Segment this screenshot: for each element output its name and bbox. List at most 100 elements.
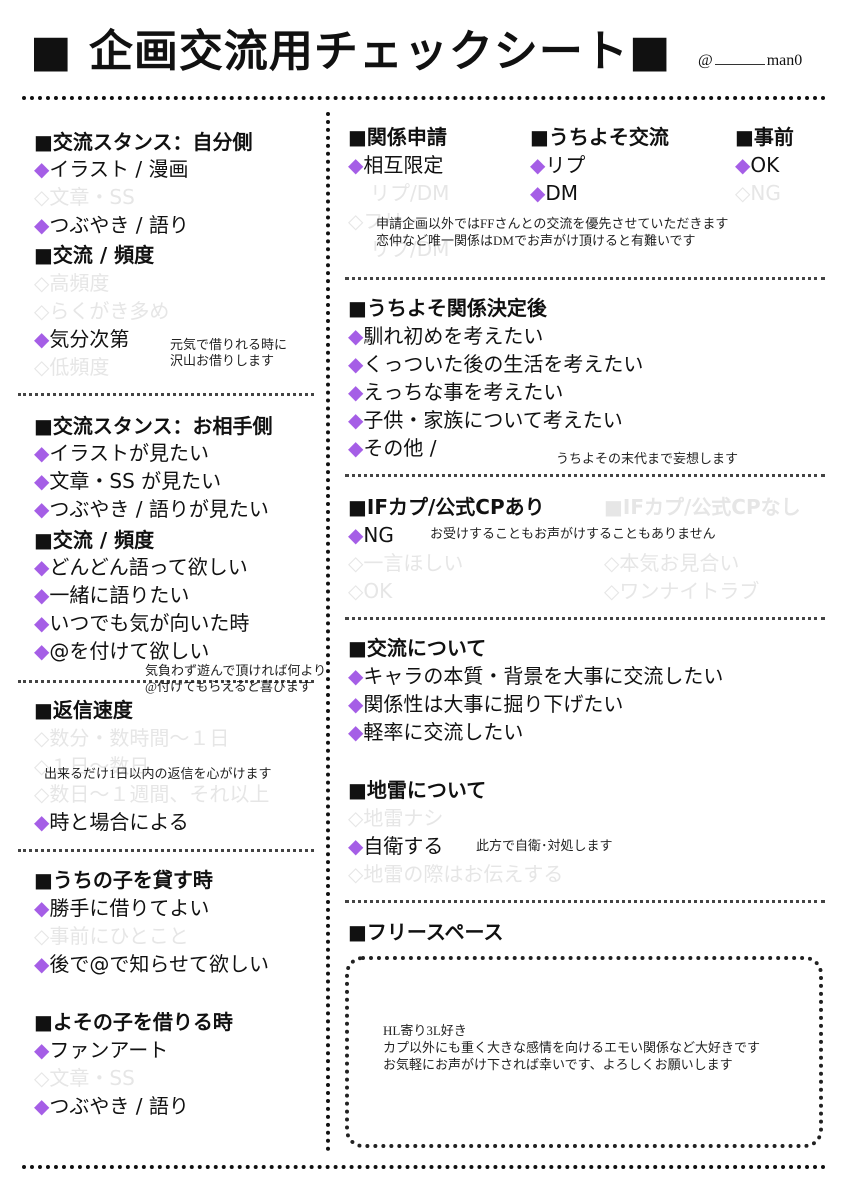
option-item[interactable]: ◆DM [530,179,578,207]
option-label: つぶやき / 語り [49,213,189,237]
option-item[interactable]: リプ/DM [370,235,449,263]
option-item[interactable]: ◇地雷の際はお伝えする [348,860,563,888]
option-item[interactable]: ◇数分・数時間～１日 [34,724,229,752]
option-label: 文章・SS が見たい [49,469,222,493]
option-label: くっついた後の生活を考えたい [363,352,644,376]
option-item[interactable]: ◆子供・家族について考えたい [348,406,623,434]
uchiyoso-heading: ■うちよそ交流 [530,125,669,149]
option-label: OK [363,579,393,603]
option-item[interactable]: ◇地雷ナシ [348,804,443,832]
option-label: 高頻度 [49,271,110,295]
checkbox-diamond-icon: ◆ [348,153,364,177]
option-item[interactable]: ◆後で@で知らせて欲しい [34,950,269,978]
option-item[interactable]: ◆つぶやき / 語りが見たい [34,495,269,523]
option-item[interactable]: ◆つぶやき / 語り [34,211,189,239]
option-label: 軽率に交流したい [363,720,524,744]
handle-suffix: man0 [766,52,803,69]
option-label: どんどん語って欲しい [49,555,248,579]
option-item[interactable]: ◆関係性は大事に掘り下げたい [348,690,623,718]
option-item[interactable]: ◇本気お見合い [604,549,739,577]
checkbox-diamond-icon: ◇ [604,551,620,575]
option-item[interactable]: ◇高頻度 [34,269,109,297]
option-item[interactable]: ◆つぶやき / 語り [34,1092,189,1120]
checkbox-diamond-icon: ◇ [348,579,364,603]
option-item[interactable]: ◆文章・SS が見たい [34,467,221,495]
option-item[interactable]: ◆キャラの本質・背景を大事に交流したい [348,662,723,690]
right-divider-3 [345,617,825,620]
option-item[interactable]: ◆どんどん語って欲しい [34,553,248,581]
option-item[interactable]: ◆NG [348,521,394,549]
option-item[interactable]: ◆イラストが見たい [34,439,209,467]
option-label: リプ [545,153,586,177]
option-item[interactable]: ◆自衛する [348,832,443,860]
freq-heading: ■交流 / 頻度 [34,528,155,552]
if-cp-on-heading: ■IFカプ/公式CPあり [348,495,545,519]
checkbox-diamond-icon: ◇ [348,806,364,830]
option-item[interactable]: ◆その他 / [348,434,437,462]
option-label: 文章・SS [49,185,135,209]
option-label: 勝手に借りてよい [49,896,210,920]
right-divider-4 [345,900,825,903]
option-item[interactable]: ◆馴れ初めを考えたい [348,322,543,350]
checkbox-diamond-icon: ◆ [34,213,50,237]
free-line: カプ以外にも重く大きな感情を向けるエモい関係など大好きです [383,1040,761,1055]
option-item[interactable]: ◇一言ほしい [348,549,463,577]
sheet-title: ■ 企画交流用チェックシート■ [30,26,672,77]
option-item[interactable]: ◇OK [348,577,392,605]
if-cp-off-heading: ■IFカプ/公式CPなし [604,495,801,519]
handle-prefix: @ [698,52,713,69]
option-item[interactable]: ◆ファンアート [34,1036,168,1064]
option-item[interactable]: リプ/DM [370,179,449,207]
option-item[interactable]: ◆時と場合による [34,808,189,836]
option-label: 低頻度 [49,355,110,379]
option-label: 時と場合による [49,810,189,834]
option-label: いつでも気が向いた時 [49,611,250,635]
option-label: ファンアート [49,1038,169,1062]
checkbox-diamond-icon: ◆ [34,497,50,521]
note-line: 気負わず遊んで頂ければ何より [145,663,327,678]
option-item[interactable]: ◆リプ [530,151,585,179]
option-item[interactable]: ◆OK [735,151,779,179]
landmine-note: 此方で自衛･対処します [476,838,613,853]
note-line: 沢山お借りします [170,353,275,368]
option-label: 気分次第 [49,327,130,351]
option-label: 相互限定 [363,153,444,177]
checkbox-diamond-icon: ◆ [348,380,364,404]
free-space-heading: ■フリースペース [348,920,504,944]
option-item[interactable]: ◇文章・SS [34,183,135,211]
option-item[interactable]: ◆えっちな事を考えたい [348,378,563,406]
option-item[interactable]: ◆一緒に語りたい [34,581,189,609]
checkbox-diamond-icon: ◇ [34,726,50,750]
option-item[interactable]: ◇低頻度 [34,353,109,381]
option-item[interactable]: ◇らくがき多め [34,297,169,325]
after-decided-heading: ■うちよそ関係決定後 [348,296,547,320]
option-item[interactable]: ◇１日～数日 [34,752,149,780]
option-label: イラストが見たい [49,441,209,465]
reply-note: 出来るだけ1日以内の返信を心がけます [44,766,272,781]
option-item[interactable]: ◇NG [735,179,781,207]
checkbox-diamond-icon: ◆ [348,692,364,716]
option-item[interactable]: ◆相互限定 [348,151,443,179]
reply-heading: ■返信速度 [34,698,133,722]
option-item[interactable]: ◇文章・SS [34,1064,135,1092]
option-label: 子供・家族について考えたい [363,408,623,432]
checkbox-diamond-icon: ◆ [34,1094,50,1118]
option-item[interactable]: ◇数日～１週間、それ以上 [34,780,269,808]
checkbox-diamond-icon: ◇ [34,271,50,295]
option-item[interactable]: ◆くっついた後の生活を考えたい [348,350,643,378]
option-item[interactable]: ◇フリー [348,207,423,235]
stance-self-heading: ■交流スタンス：自分側 [34,130,253,154]
option-item[interactable]: ◆気分次第 [34,325,129,353]
option-label: 地雷ナシ [363,806,444,830]
option-item[interactable]: ◆いつでも気が向いた時 [34,609,249,637]
option-item[interactable]: ◆軽率に交流したい [348,718,523,746]
free-line: HL寄り3L好き [383,1023,467,1038]
freq-heading: ■交流 / 頻度 [34,243,155,267]
option-label: フリー [363,209,424,233]
option-item[interactable]: ◆@を付けて欲しい [34,637,209,665]
option-label: イラスト / 漫画 [49,157,189,181]
option-item[interactable]: ◇事前にひとこと [34,922,189,950]
option-item[interactable]: ◇ワンナイトラブ [604,577,759,605]
option-item[interactable]: ◆勝手に借りてよい [34,894,209,922]
option-item[interactable]: ◆イラスト / 漫画 [34,155,188,183]
